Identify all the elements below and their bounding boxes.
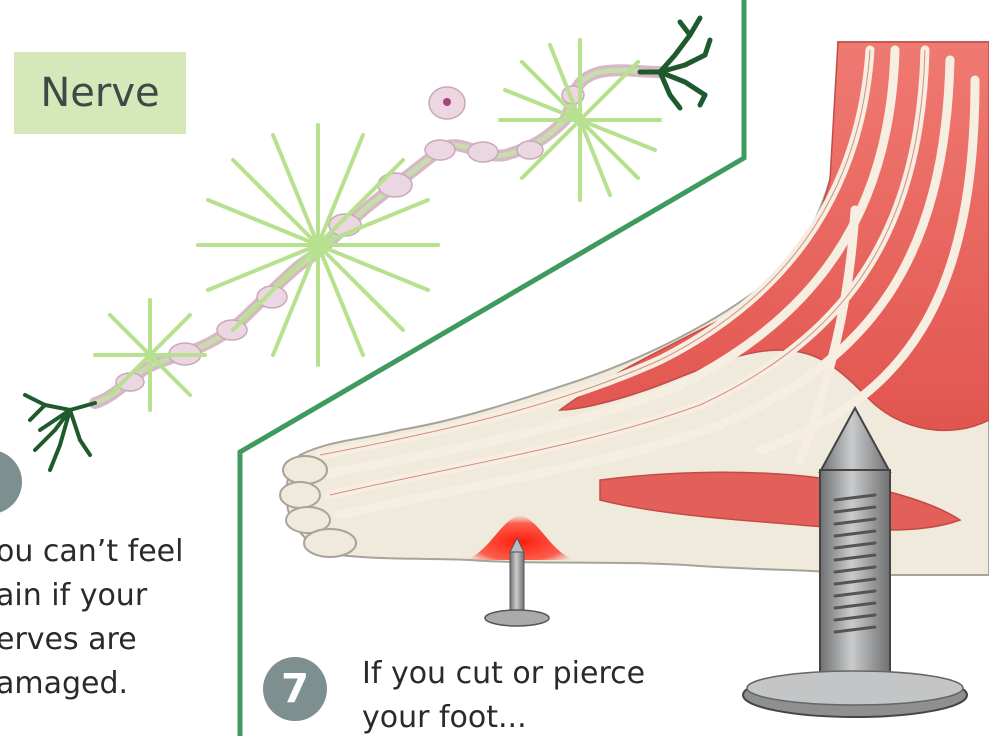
neuron-dendrite-left [25, 395, 95, 470]
nerve-label-text: Nerve [40, 70, 159, 116]
step-badge-7: 7 [263, 657, 327, 721]
caption-line: ou can’t feel [0, 530, 196, 574]
step-number: 7 [281, 666, 309, 712]
step-caption-nerve-damage: ou can’t feel ain if your erves are amag… [0, 530, 196, 706]
caption-line: your foot... [362, 696, 702, 740]
caption-line: ain if your [0, 574, 196, 618]
step-caption-pierce: If you cut or pierce your foot... [362, 652, 702, 740]
neuron-dendrite-right [640, 18, 710, 108]
caption-line: erves are [0, 618, 196, 662]
caption-line: amaged. [0, 662, 196, 706]
caption-line: If you cut or pierce [362, 652, 702, 696]
nerve-label: Nerve [14, 52, 186, 134]
